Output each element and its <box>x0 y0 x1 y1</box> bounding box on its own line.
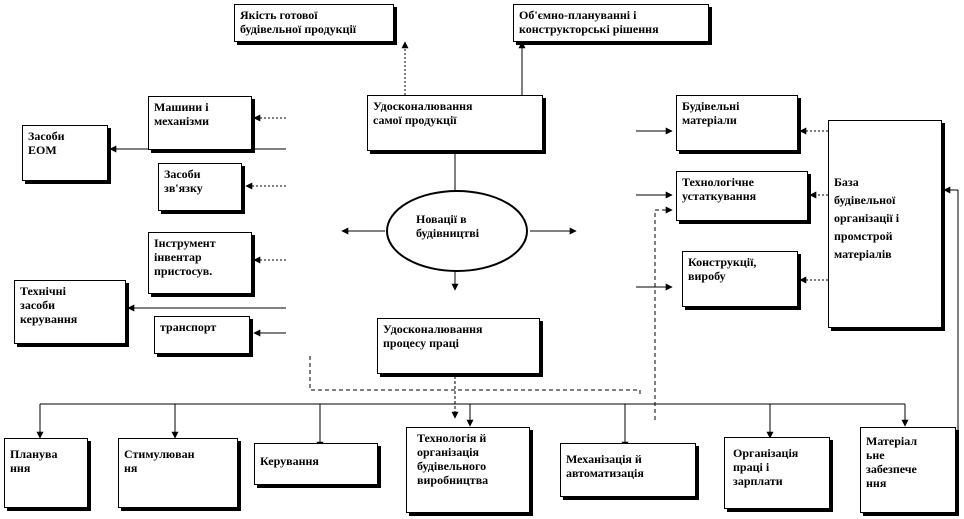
box-stimulation: Стимулюван ня <box>118 438 238 508</box>
box-machines: Машини і механізми <box>148 96 252 150</box>
box-building-materials: Будівельні матеріали <box>676 95 798 151</box>
box-supply: Матеріал ьне забезпече ння <box>860 427 956 513</box>
box-transport: транспорт <box>154 316 250 354</box>
box-process-improvement: Удосконалювання процесу праці <box>377 318 540 374</box>
dashed-to-tech-equipment <box>654 206 673 420</box>
box-labor-org: Організація праці і зарплати <box>724 437 830 509</box>
box-computers: Засоби ЕОМ <box>22 125 108 181</box>
box-mechanization: Механізація й автоматизація <box>560 443 696 497</box>
dashed-feedback-loop <box>309 356 641 395</box>
box-management: Керування <box>254 443 378 485</box>
center-label: Новації в будівництві <box>416 212 480 240</box>
box-control-means: Технічні засоби керування <box>14 280 126 344</box>
box-communication: Засоби зв'язку <box>158 163 242 211</box>
box-product-improvement: Удосконалювання самої продукції <box>367 95 543 151</box>
box-planning-solutions: Об'ємно-плануванні і конструкторські ріш… <box>513 4 709 42</box>
center-ellipse <box>386 190 528 272</box>
box-tech-equipment: Технологічне устаткування <box>676 171 808 221</box>
box-instruments: Інструмент інвентар пристосув. <box>148 232 252 294</box>
box-structures: Конструкції, виробу <box>682 251 798 307</box>
box-base: База будівельної організації і промстрой… <box>828 120 942 328</box>
box-quality: Якість готової будівельної продукції <box>234 4 394 42</box>
box-technology: Технологія й організація будівельного ви… <box>406 427 530 513</box>
box-planning: Планува ння <box>4 438 88 508</box>
